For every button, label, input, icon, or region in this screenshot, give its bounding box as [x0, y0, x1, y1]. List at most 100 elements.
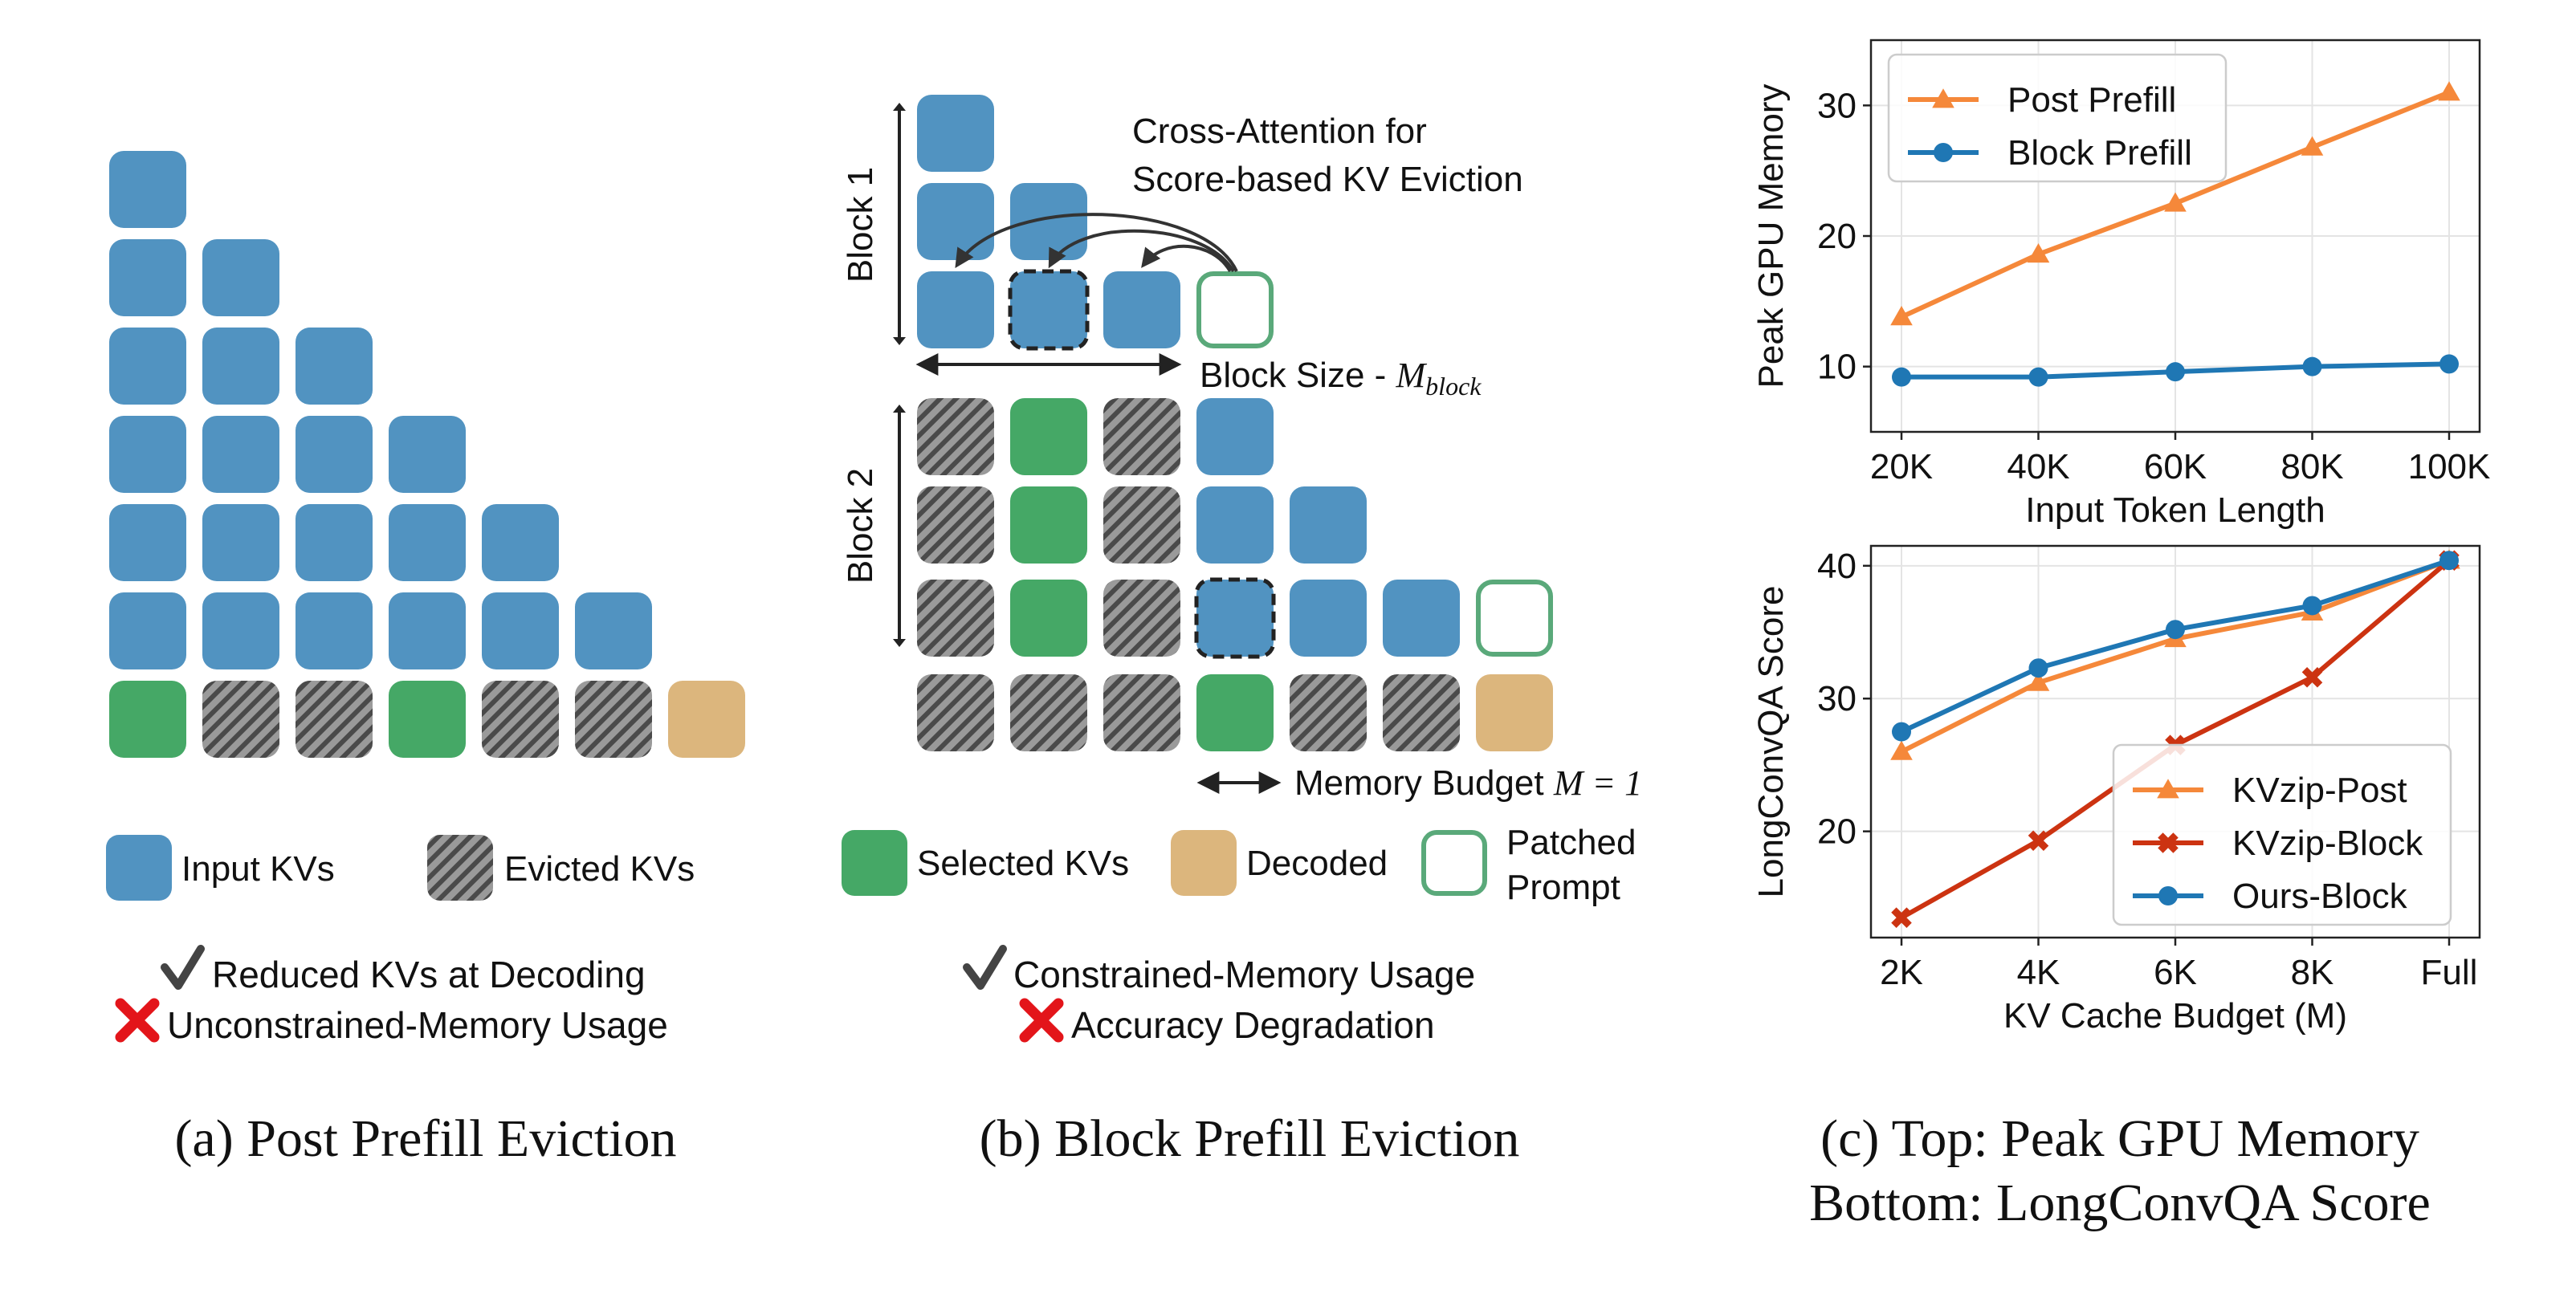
panel-b-legend: Selected KVs Decoded Patched Prompt — [842, 823, 1636, 907]
evicted-kv-cell — [202, 681, 279, 758]
x-tick-label: 100K — [2408, 447, 2491, 486]
data-point — [1890, 740, 1913, 760]
input-kv-cell — [482, 592, 559, 669]
input-kv-cell — [296, 592, 373, 669]
x-axis-label: KV Cache Budget (M) — [2003, 996, 2347, 1036]
evicted-kv-cell — [917, 674, 994, 751]
attention-arrow — [955, 213, 1238, 272]
legend-input-label: Input KVs — [181, 849, 335, 889]
data-point — [2166, 362, 2185, 382]
input-kv-cell — [389, 592, 466, 669]
legend-label: Post Prefill — [2007, 80, 2176, 120]
legend-input-swatch — [106, 835, 172, 901]
series-block-prefill — [1892, 354, 2459, 387]
input-kv-cell — [389, 504, 466, 581]
legend-evicted-swatch — [427, 835, 493, 901]
attention-arrow — [1141, 244, 1232, 273]
x-tick-label: 2K — [1880, 953, 1923, 992]
input-kv-cell — [109, 504, 186, 581]
panel-b-con-text: Accuracy Degradation — [1071, 1004, 1435, 1046]
data-point — [2028, 367, 2048, 387]
evicted-kv-cell — [1103, 398, 1180, 475]
evicted-kv-cell — [917, 580, 994, 657]
memory-budget-label: Memory Budget M = 1 — [1294, 763, 1642, 803]
input-kv-cell — [202, 504, 279, 581]
series-post-prefill — [1890, 81, 2460, 326]
evicted-kv-cell — [1103, 580, 1180, 657]
memory-budget-indicator: Memory Budget M = 1 — [1196, 763, 1642, 803]
input-kv-cell — [1196, 486, 1274, 564]
legend-label: Block Prefill — [2007, 133, 2192, 173]
legend-label: KVzip-Post — [2232, 771, 2407, 810]
data-point — [1890, 306, 1913, 326]
panel-a-decode-row — [109, 681, 745, 758]
input-kv-cell — [109, 328, 186, 405]
block-2-label: Block 2 — [841, 468, 880, 584]
panel-a-pro-text: Reduced KVs at Decoding — [212, 954, 646, 995]
input-kv-cell — [1383, 580, 1460, 657]
block-2-cells — [917, 398, 1553, 751]
panel-a: Input KVs Evicted KVs Reduced KVs at Dec… — [106, 151, 745, 1168]
input-kv-cell — [296, 504, 373, 581]
evicted-kv-cell — [1103, 486, 1180, 564]
y-tick-label: 30 — [1817, 86, 1857, 125]
legend-label: Ours-Block — [2232, 877, 2408, 916]
input-kv-cell-selected — [1194, 577, 1276, 659]
panel-a-caption: (a) Post Prefill Eviction — [174, 1109, 676, 1168]
data-point — [2166, 620, 2185, 640]
legend-evicted-label: Evicted KVs — [504, 849, 695, 889]
x-axis-label: Input Token Length — [2025, 490, 2325, 530]
selected-kv-cell — [1010, 580, 1087, 657]
selected-kv-cell — [109, 681, 186, 758]
input-kv-cell — [1196, 398, 1274, 475]
data-point — [2027, 671, 2050, 691]
panel-c-caption-line1: (c) Top: Peak GPU Memory — [1820, 1109, 2419, 1168]
legend-patched-label-2: Prompt — [1506, 868, 1620, 907]
y-tick-label: 40 — [1817, 547, 1857, 586]
data-point — [2302, 596, 2322, 616]
input-kv-cell — [389, 416, 466, 493]
cross-attention-arrows — [955, 213, 1238, 273]
check-icon — [161, 945, 205, 990]
panel-a-blue-cells — [109, 151, 652, 669]
series-ours-block — [1892, 551, 2459, 742]
evicted-kv-cell — [575, 681, 652, 758]
data-point — [2164, 192, 2187, 212]
evicted-kv-cell — [1290, 674, 1367, 751]
legend-marker — [2158, 886, 2178, 905]
legend-marker — [1932, 88, 1954, 108]
legend-patched-label-1: Patched — [1506, 823, 1636, 862]
input-kv-cell — [1290, 486, 1367, 564]
y-tick-label: 10 — [1817, 348, 1857, 387]
evicted-kv-cell — [1103, 674, 1180, 751]
legend-decoded-label: Decoded — [1246, 844, 1388, 883]
x-tick-label: 40K — [2007, 447, 2069, 486]
x-tick-label: 6K — [2154, 953, 2197, 992]
input-kv-cell — [109, 592, 186, 669]
selected-kv-cell — [1010, 398, 1087, 475]
evicted-kv-cell — [917, 486, 994, 564]
selected-kv-cell — [1196, 674, 1274, 751]
legend-decoded-swatch — [1171, 830, 1237, 896]
data-point — [2301, 666, 2323, 688]
panel-b: Cross-Attention for Score-based KV Evict… — [841, 95, 1642, 1168]
data-point — [2439, 354, 2459, 374]
legend-marker — [1934, 143, 1953, 162]
input-kv-cell — [296, 416, 373, 493]
legend-marker — [2158, 832, 2179, 853]
legend-selected-label: Selected KVs — [917, 844, 1129, 883]
y-tick-label: 30 — [1817, 679, 1857, 718]
block-1-bracket: Block 1 — [841, 103, 906, 345]
legend-selected-swatch — [842, 830, 907, 896]
x-tick-label: Full — [2421, 953, 2478, 992]
data-point — [2302, 356, 2322, 376]
evicted-kv-cell — [1010, 674, 1087, 751]
block-2-bracket: Block 2 — [841, 405, 906, 647]
attention-arrow — [1048, 229, 1235, 272]
block-size-label: Block Size - Mblock — [1200, 356, 1482, 401]
input-kv-cell — [917, 271, 994, 348]
legend-box — [1887, 53, 2228, 183]
